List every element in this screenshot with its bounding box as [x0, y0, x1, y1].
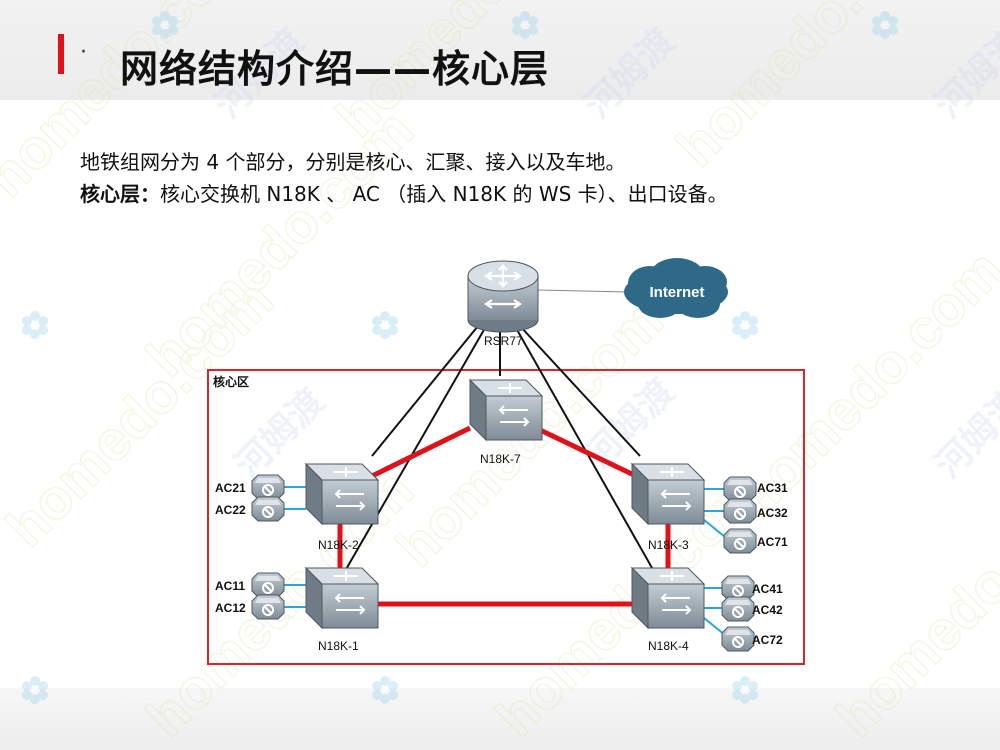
switch-n18k2-icon — [305, 463, 379, 525]
ac71-label: AC71 — [757, 535, 788, 549]
link-router-n18k3 — [519, 325, 641, 457]
switch-n18k1-icon — [305, 567, 379, 629]
ac21-icon — [251, 474, 285, 500]
internet-label: Internet — [649, 284, 704, 301]
router-icon — [467, 260, 539, 333]
core-links — [337, 425, 671, 607]
ac41-label: AC41 — [752, 582, 783, 596]
ac12-icon — [251, 594, 285, 620]
switch-n18k1-label: N18K-1 — [318, 639, 359, 653]
switch-n18k3-label: N18K-3 — [648, 538, 689, 552]
intro-paragraph-2-text: 核心交换机 N18K 、 AC （插入 N18K 的 WS 卡）、出口设备。 — [160, 182, 728, 206]
ac71-icon — [723, 528, 757, 554]
ac32-icon — [723, 498, 757, 524]
title-accent-bar — [58, 34, 64, 74]
footer-band — [0, 688, 1000, 750]
switch-n18k2-label: N18K-2 — [318, 538, 359, 552]
core-area-label: 核心区 — [213, 374, 249, 389]
ac72-label: AC72 — [752, 633, 783, 647]
link-n18k7-n18k3 — [534, 425, 638, 479]
page-title: 网络结构介绍——核心层 — [120, 47, 550, 91]
link-n18k2-n18k7 — [370, 425, 472, 479]
ac42-icon — [721, 596, 755, 622]
ac41-icon — [721, 575, 755, 601]
intro-text: 地铁组网分为 4 个部分，分别是核心、汇聚、接入以及车地。 核心层：核心交换机 … — [52, 146, 822, 210]
ac12-label: AC12 — [215, 601, 246, 615]
router-label: RSR77 — [484, 334, 523, 348]
ac21-label: AC21 — [215, 481, 246, 495]
ac22-icon — [251, 496, 285, 522]
intro-bold-term: 核心层： — [80, 182, 160, 206]
switch-n18k4-label: N18K-4 — [648, 639, 689, 653]
switch-n18k7-icon — [469, 379, 543, 441]
ac32-label: AC32 — [757, 506, 788, 520]
ac11-label: AC11 — [215, 579, 245, 593]
switch-n18k3-icon — [631, 463, 705, 525]
ac42-label: AC42 — [752, 603, 783, 617]
title-bullet: · — [80, 40, 87, 65]
ac31-icon — [723, 476, 757, 502]
ac72-icon — [721, 626, 755, 652]
intro-paragraph-2: 核心层：核心交换机 N18K 、 AC （插入 N18K 的 WS 卡）、出口设… — [52, 178, 822, 210]
switch-n18k4-icon — [631, 567, 705, 629]
link-router-n18k2 — [371, 325, 479, 457]
core-area-border — [207, 369, 805, 665]
internet-cloud-icon — [624, 258, 728, 318]
switch-n18k7-label: N18K-7 — [480, 452, 521, 466]
router-internet-link — [537, 289, 629, 293]
ac11-icon — [251, 572, 285, 598]
intro-paragraph-1: 地铁组网分为 4 个部分，分别是核心、汇聚、接入以及车地。 — [80, 150, 626, 174]
ac31-label: AC31 — [757, 481, 788, 495]
ac22-label: AC22 — [215, 503, 246, 517]
